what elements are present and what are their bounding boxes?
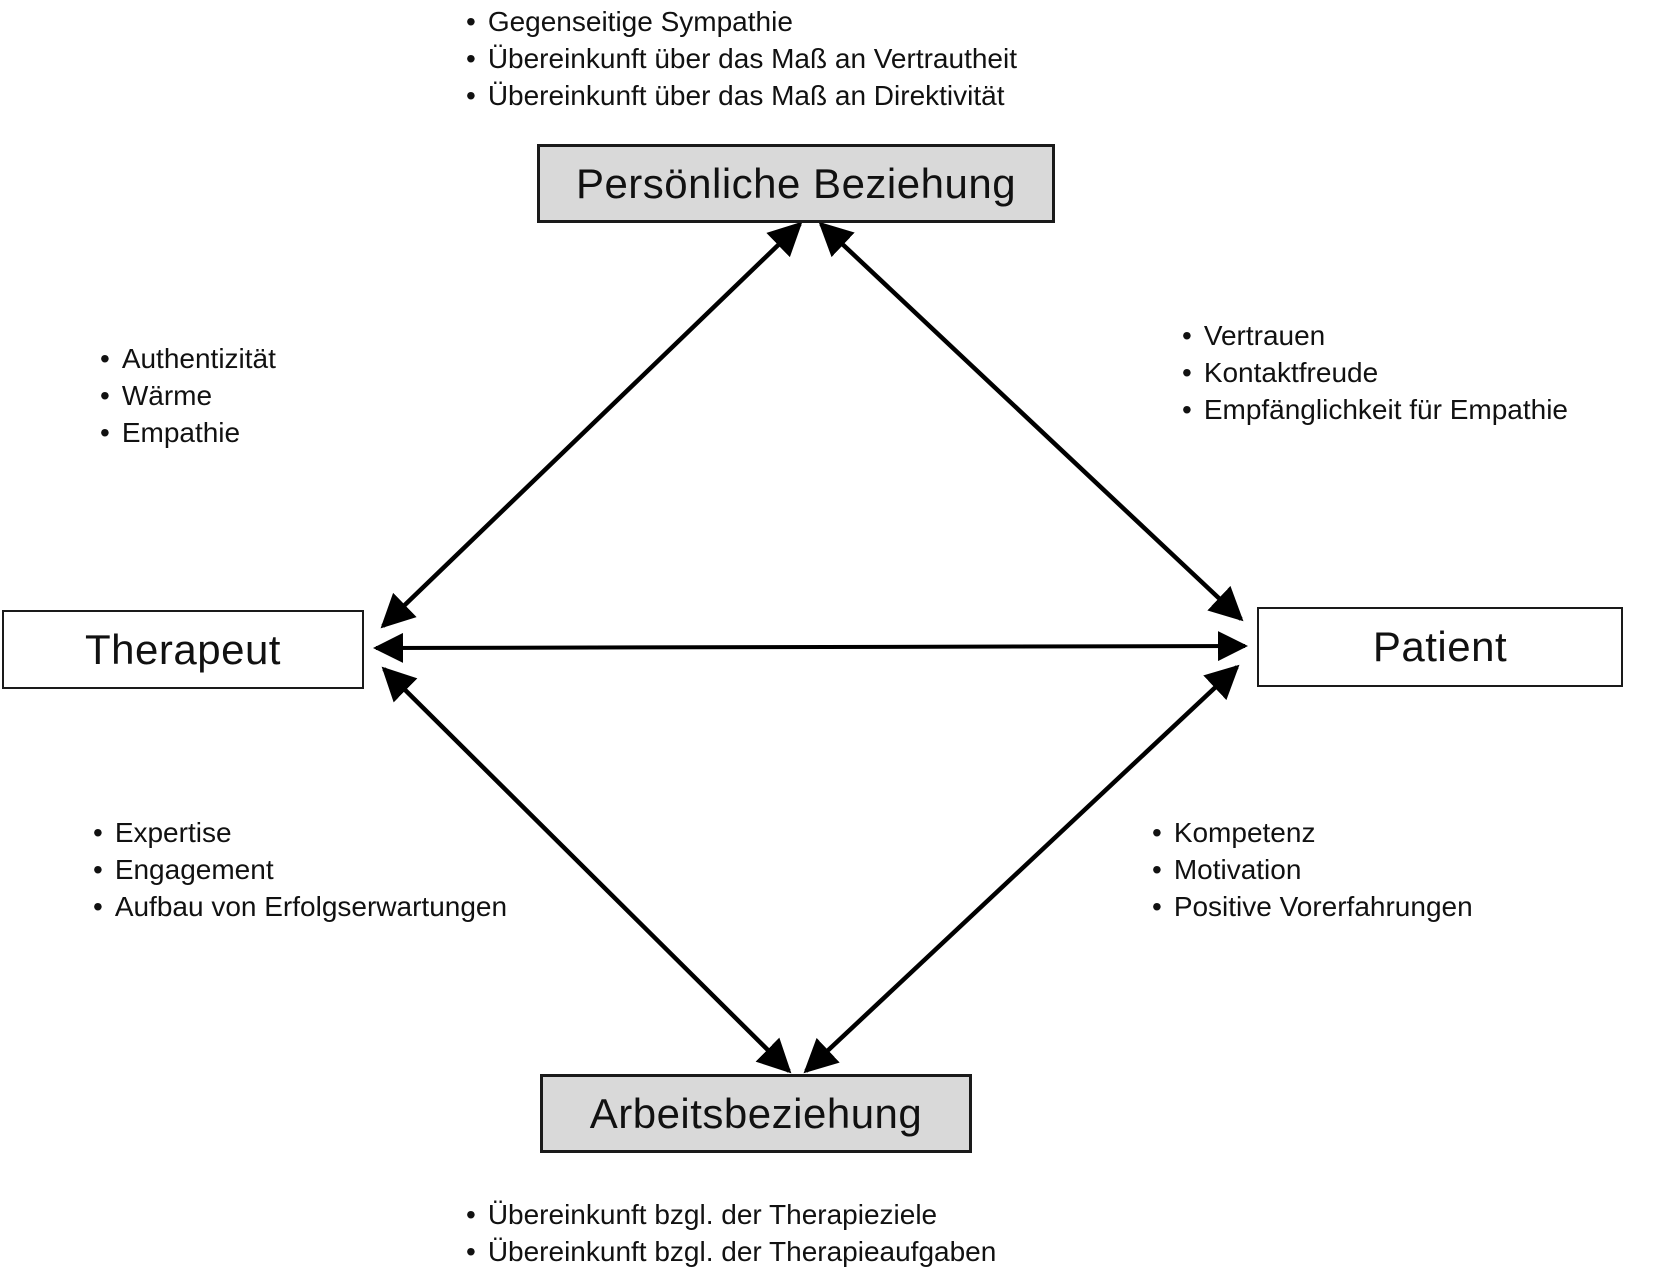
list-item: Positive Vorerfahrungen [1152, 888, 1473, 925]
node-arbeitsbeziehung: Arbeitsbeziehung [540, 1074, 972, 1153]
list-patient-personal-factors: Vertrauen Kontaktfreude Empfänglichkeit … [1182, 317, 1568, 428]
list-item: Motivation [1152, 851, 1473, 888]
node-persoenliche-beziehung: Persönliche Beziehung [537, 144, 1055, 223]
node-persoenliche-beziehung-label: Persönliche Beziehung [575, 159, 1017, 207]
list-item: Kontaktfreude [1182, 354, 1568, 391]
list-item: Expertise [93, 814, 507, 851]
arrow-therapeut-arbeitsbeziehung [381, 666, 792, 1074]
node-patient: Patient [1257, 607, 1623, 687]
arrow-persoenliche-beziehung-patient [818, 221, 1244, 622]
node-therapeut-label: Therapeut [85, 625, 281, 673]
list-personal-relation-factors: Gegenseitige Sympathie Übereinkunft über… [466, 3, 1017, 114]
arrow-therapeut-persoenliche-beziehung [380, 221, 803, 629]
node-arbeitsbeziehung-label: Arbeitsbeziehung [589, 1089, 923, 1137]
list-item: Kompetenz [1152, 814, 1473, 851]
list-therapist-personal-factors: Authentizität Wärme Empathie [100, 340, 276, 451]
list-item: Übereinkunft über das Maß an Direktivitä… [466, 77, 1017, 114]
list-item: Übereinkunft bzgl. der Therapieaufgaben [466, 1233, 997, 1270]
node-therapeut: Therapeut [2, 610, 364, 689]
list-therapist-working-factors: Expertise Engagement Aufbau von Erfolgse… [93, 814, 507, 925]
arrow-therapeut-patient [373, 631, 1248, 663]
list-item: Vertrauen [1182, 317, 1568, 354]
list-item: Übereinkunft bzgl. der Therapieziele [466, 1196, 996, 1233]
arrow-patient-arbeitsbeziehung [803, 664, 1240, 1074]
list-item: Gegenseitige Sympathie [466, 3, 1017, 40]
list-item: Wärme [100, 377, 276, 414]
list-item: Authentizität [100, 340, 276, 377]
list-item: Aufbau von Erfolgserwartungen [93, 888, 507, 925]
list-working-relation-factors: Übereinkunft bzgl. der Therapieziele Übe… [466, 1196, 997, 1270]
list-item: Empathie [100, 414, 276, 451]
list-item: Engagement [93, 851, 507, 888]
node-patient-label: Patient [1372, 623, 1508, 670]
list-item: Übereinkunft über das Maß an Vertrauthei… [466, 40, 1017, 77]
list-item: Empfänglichkeit für Empathie [1182, 391, 1568, 428]
list-patient-working-factors: Kompetenz Motivation Positive Vorerfahru… [1152, 814, 1473, 925]
